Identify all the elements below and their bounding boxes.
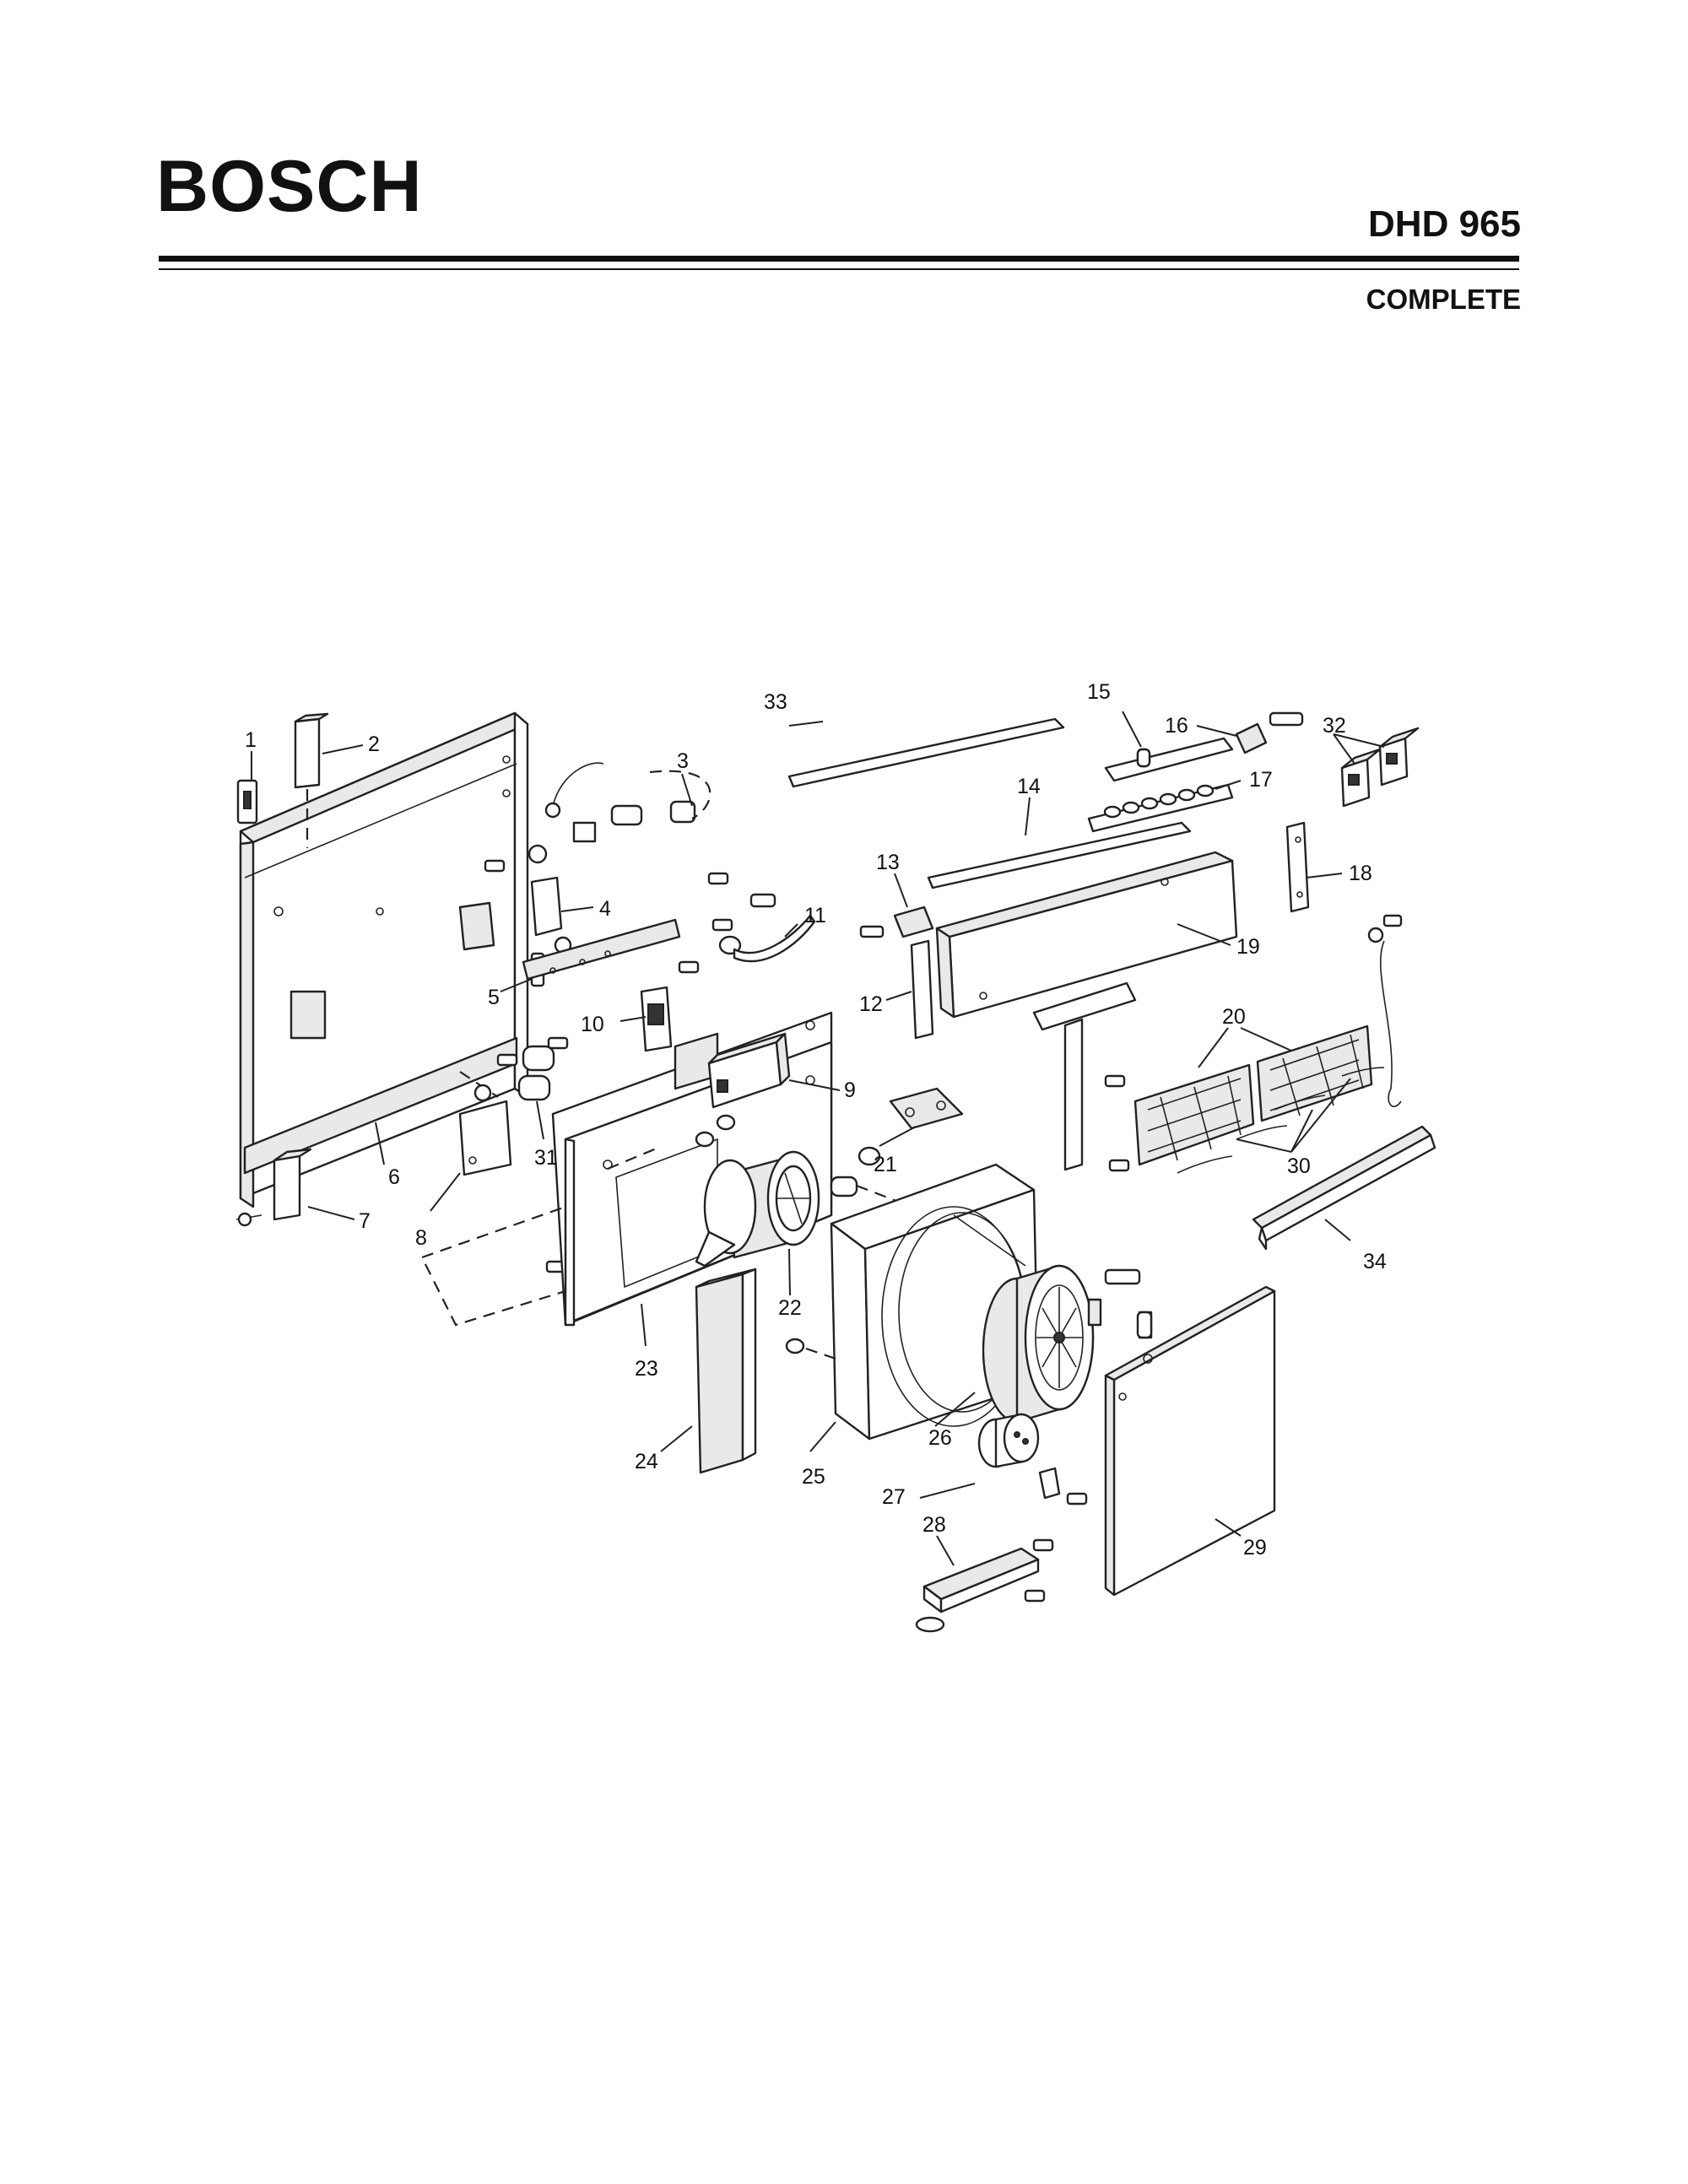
part-14-strip: [927, 821, 1192, 889]
part-22-fan-motor: [695, 1150, 1022, 1268]
leader-lines: [251, 711, 1385, 1566]
callout-32: 32: [1323, 714, 1346, 738]
callout-23: 23: [635, 1357, 658, 1381]
callout-16: 16: [1165, 714, 1188, 738]
part-17-control-panel: [1087, 737, 1234, 833]
callout-27: 27: [882, 1485, 906, 1509]
part-10-switch: [522, 918, 681, 1052]
callout-21: 21: [874, 1153, 897, 1176]
part-28-tray: [915, 1538, 1054, 1633]
part-13-clip: [859, 905, 934, 938]
model-number: DHD 965: [1368, 203, 1521, 245]
part-31-connector: [459, 1045, 555, 1102]
callout-31: 31: [534, 1146, 558, 1170]
callout-14: 14: [1017, 775, 1041, 798]
brand-logo: BOSCH: [156, 146, 423, 227]
part-34-bar: [1252, 1125, 1436, 1251]
callout-7: 7: [359, 1209, 371, 1233]
callout-2: 2: [368, 733, 380, 756]
callout-5: 5: [488, 986, 500, 1009]
part-4-bracket: [458, 844, 563, 951]
part-8-plate: [458, 1100, 512, 1176]
callout-28: 28: [922, 1513, 946, 1537]
callout-18: 18: [1349, 862, 1372, 885]
callout-13: 13: [876, 851, 900, 874]
part-33-strip: [787, 717, 1065, 788]
part-29-front-panel: [1104, 1285, 1276, 1597]
part-18-bracket: [1285, 821, 1310, 913]
part-3-cord: [544, 762, 711, 843]
part-27-capacitor: [977, 1413, 1088, 1506]
part-1-switch: [236, 779, 258, 824]
callout-15: 15: [1087, 680, 1111, 704]
header-rule-thin: [159, 268, 1519, 270]
callout-26: 26: [928, 1426, 952, 1450]
part-16-clip: [1235, 711, 1304, 754]
part-19-hood-body: [935, 851, 1238, 1019]
callout-4: 4: [599, 897, 611, 921]
part-6-back-panel: [239, 711, 529, 1208]
callout-30: 30: [1287, 1154, 1311, 1178]
part-24-channel: [695, 1268, 757, 1474]
part-2-block: [294, 712, 329, 848]
callout-1: 1: [245, 728, 257, 752]
callout-20: 20: [1222, 1005, 1246, 1029]
header-rule-thick: [159, 256, 1519, 262]
part-11-hose: [733, 914, 816, 963]
callout-34: 34: [1363, 1250, 1387, 1273]
filter-rail: [1032, 981, 1137, 1172]
part-15-cap: [1136, 748, 1151, 768]
callout-9: 9: [844, 1078, 856, 1102]
part-9-motor-box: [695, 1032, 791, 1148]
part-21-bracket: [889, 1087, 964, 1130]
callout-33: 33: [764, 690, 787, 714]
section-title: COMPLETE: [1366, 284, 1521, 315]
callout-10: 10: [581, 1013, 604, 1036]
callout-19: 19: [1236, 935, 1260, 959]
callout-labels: 1 2 3 4 5 6 7 8 9 10 11 12 13 14 15 16 1…: [245, 680, 1387, 1560]
callout-3: 3: [677, 749, 689, 773]
part-7-foot: [235, 1148, 312, 1227]
callout-6: 6: [388, 1165, 400, 1189]
callout-22: 22: [778, 1296, 802, 1320]
part-30-clips: [1177, 914, 1403, 1174]
callout-25: 25: [802, 1465, 825, 1489]
callout-8: 8: [415, 1226, 427, 1250]
callout-24: 24: [635, 1450, 658, 1473]
part-32-knobs: [1340, 727, 1420, 808]
part-12-bracket: [910, 939, 934, 1040]
callout-11: 11: [804, 904, 826, 927]
callout-29: 29: [1243, 1536, 1267, 1560]
callout-12: 12: [859, 992, 883, 1016]
part-20-filters: [1133, 1024, 1373, 1166]
callout-17: 17: [1249, 768, 1273, 792]
